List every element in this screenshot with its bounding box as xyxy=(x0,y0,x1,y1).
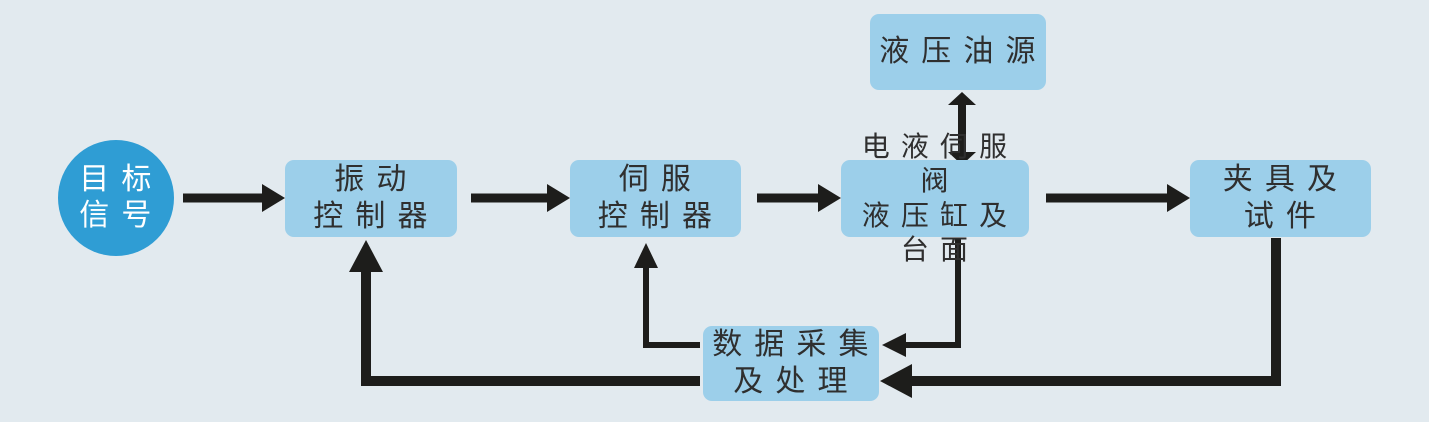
node-hydraulic-actuator-label: 电 液 伺 服 阀 液 压 缸 及 台 面 xyxy=(861,130,1009,266)
node-data-acquisition: 数 据 采 集 及 处 理 xyxy=(703,326,879,401)
edge-hydraulic-actuator-to-data xyxy=(882,238,961,357)
node-vibration-controller: 振 动 控 制 器 xyxy=(285,160,457,237)
node-target-signal: 目 标 信 号 xyxy=(58,140,174,256)
edge-target-to-vibration xyxy=(183,184,285,212)
edge-hydraulic-actuator-to-fixture xyxy=(1046,184,1190,212)
node-target-signal-label: 目 标 信 号 xyxy=(79,162,153,233)
node-data-acquisition-label: 数 据 采 集 及 处 理 xyxy=(712,326,870,399)
node-hydraulic-source: 液 压 油 源 xyxy=(870,14,1046,90)
node-fixture-specimen: 夹 具 及 试 件 xyxy=(1190,160,1371,237)
node-hydraulic-actuator: 电 液 伺 服 阀 液 压 缸 及 台 面 xyxy=(841,130,1029,266)
node-servo-controller-label: 伺 服 控 制 器 xyxy=(597,161,714,234)
edge-data-to-servo xyxy=(634,243,700,348)
node-vibration-controller-label: 振 动 控 制 器 xyxy=(313,161,429,234)
edge-servo-to-hydraulic-actuator xyxy=(757,184,841,212)
node-hydraulic-source-label: 液 压 油 源 xyxy=(879,33,1037,69)
node-servo-controller: 伺 服 控 制 器 xyxy=(570,160,741,237)
node-fixture-specimen-label: 夹 具 及 试 件 xyxy=(1222,161,1339,234)
edge-vibration-to-servo xyxy=(471,184,570,212)
edge-data-to-vibration xyxy=(349,240,700,386)
edge-fixture-to-data xyxy=(880,238,1281,398)
edge-hydraulic-source-double-arrow xyxy=(948,92,976,165)
